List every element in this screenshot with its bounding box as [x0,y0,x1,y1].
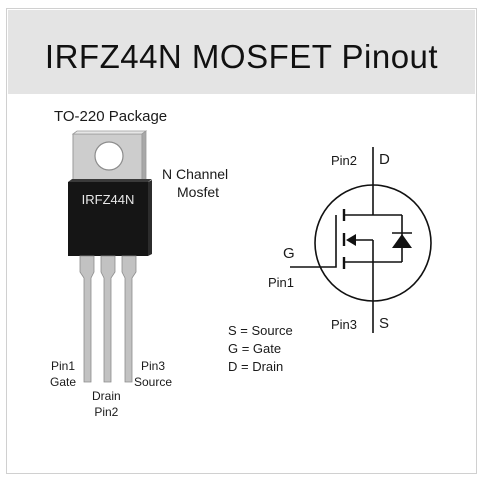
package-label: TO-220 Package [54,108,168,125]
channel-label-line2: Mosfet [177,184,220,200]
body-diode [392,234,412,248]
title-bar [8,10,475,94]
legend: S = Source G = Gate D = Drain [228,322,293,376]
pin1-name: Gate [50,375,77,389]
pin1-number: Pin1 [50,359,76,373]
pin2-number: Pin2 [94,405,119,419]
pin3-number: Pin3 [141,359,166,373]
pin1-label: Pin1 Gate [50,358,76,390]
symbol-source-letter: S [379,315,390,332]
to220-package: IRFZ44N [68,130,152,383]
mounting-hole [94,141,124,171]
mosfet-symbol [290,147,432,333]
legend-source: S = Source [228,323,293,338]
channel-label-line1: N Channel [162,166,229,182]
legend-gate: G = Gate [228,341,282,356]
symbol-drain-pin: Pin2 [331,153,358,168]
symbol-drain-letter: D [379,151,390,168]
pin3-label: Pin3 Source [134,358,172,390]
package-leads [79,255,137,383]
lead-pin2 [100,255,116,383]
pin2-label: Drain Pin2 [92,388,121,420]
symbol-gate-pin: Pin1 [268,275,295,290]
pin2-name: Drain [92,389,121,403]
lead-pin3 [121,255,137,383]
package-body [68,182,148,256]
page-title: IRFZ44N MOSFET Pinout [44,38,439,75]
channel-type-label: N Channel Mosfet [162,165,228,201]
lead-pin1 [79,255,95,383]
legend-drain: D = Drain [228,359,284,374]
symbol-source-pin: Pin3 [331,317,358,332]
pin3-name: Source [134,375,173,389]
chip-marking: IRFZ44N [82,192,135,207]
symbol-gate-letter: G [283,245,295,262]
channel-arrow [346,234,356,246]
